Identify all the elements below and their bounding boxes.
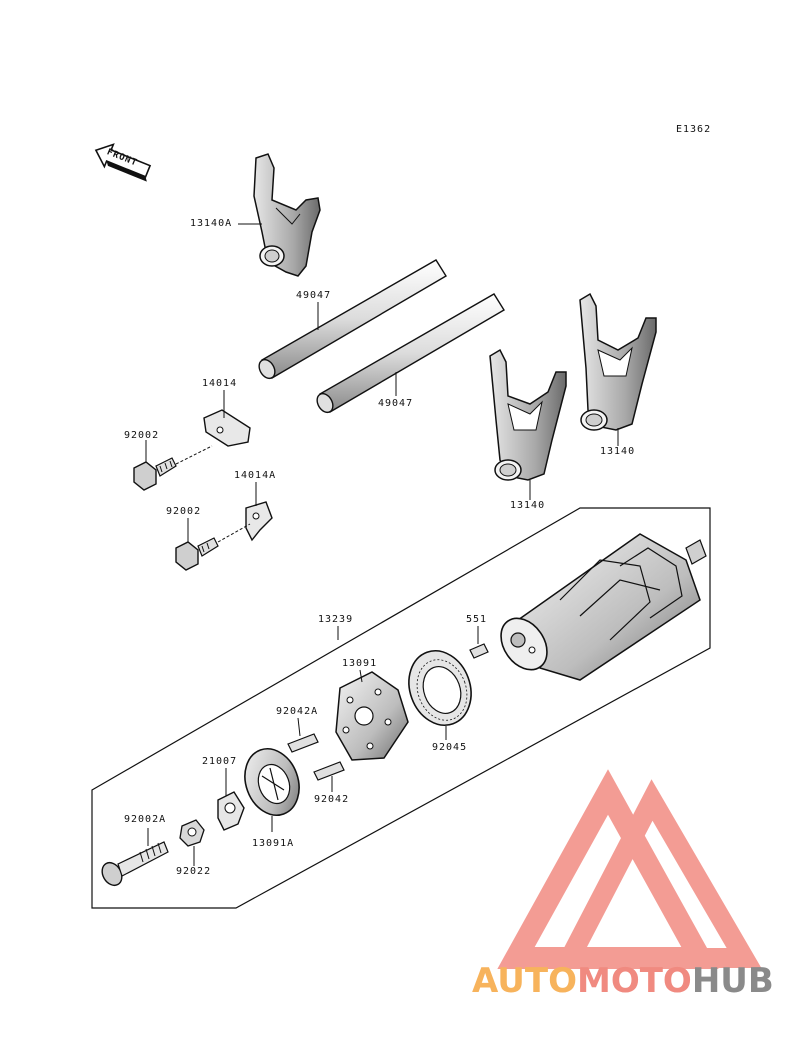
label-92022: 92022 xyxy=(176,866,212,877)
plate-21007 xyxy=(217,791,245,831)
watermark-part-hub: HUB xyxy=(691,961,774,1001)
bearing-92045 xyxy=(408,650,472,726)
stopper-plate-14014A xyxy=(245,501,273,542)
label-49047-top: 49047 xyxy=(296,290,332,301)
pin-92042A xyxy=(287,733,319,753)
shift-drum xyxy=(500,533,707,681)
label-92002A: 92002A xyxy=(124,814,167,825)
assembly-box-13239 xyxy=(91,507,711,909)
shift-rod-49047-mid xyxy=(316,293,505,414)
shift-fork-13140-left xyxy=(489,348,567,481)
leader-92002-b xyxy=(217,523,251,543)
label-13140-left: 13140 xyxy=(510,500,546,511)
label-92045: 92045 xyxy=(432,742,468,753)
label-14014A: 14014A xyxy=(234,470,277,481)
bolt-92002-b xyxy=(175,537,219,571)
bolt-92002-a xyxy=(133,457,177,491)
label-551: 551 xyxy=(466,614,488,625)
shift-rod-49047-top xyxy=(258,259,447,380)
leader-92002-a xyxy=(175,445,213,465)
front-arrow-icon xyxy=(94,143,152,182)
watermark-logo-icon xyxy=(497,769,762,969)
watermark-text: AUTOMOTOHUB xyxy=(472,962,774,1000)
bolt-92002A xyxy=(101,841,169,887)
pin-92042 xyxy=(313,761,345,781)
watermark-part-auto: AUTO xyxy=(472,961,577,1001)
label-92042A: 92042A xyxy=(276,706,319,717)
label-13239: 13239 xyxy=(318,614,354,625)
drum-disk-13091A xyxy=(244,748,300,816)
label-13140A: 13140A xyxy=(190,218,233,229)
leader-92042A xyxy=(297,717,301,737)
washer-92022 xyxy=(179,819,205,847)
shift-fork-13140A xyxy=(253,153,321,277)
diagram-code: E1362 xyxy=(676,124,712,135)
label-49047-mid: 49047 xyxy=(378,398,414,409)
label-13091: 13091 xyxy=(342,658,378,669)
drum-cam-13091 xyxy=(335,671,409,761)
leader-13091 xyxy=(359,669,363,683)
label-14014: 14014 xyxy=(202,378,238,389)
label-92002-a: 92002 xyxy=(124,430,160,441)
shift-fork-13140-right xyxy=(579,292,657,431)
stopper-plate-14014 xyxy=(203,409,251,447)
label-92002-b: 92002 xyxy=(166,506,202,517)
watermark-part-moto: MOTO xyxy=(576,961,692,1001)
label-21007: 21007 xyxy=(202,756,238,767)
pin-551 xyxy=(469,643,489,659)
label-13091A: 13091A xyxy=(252,838,295,849)
label-13140-right: 13140 xyxy=(600,446,636,457)
label-92042: 92042 xyxy=(314,794,350,805)
